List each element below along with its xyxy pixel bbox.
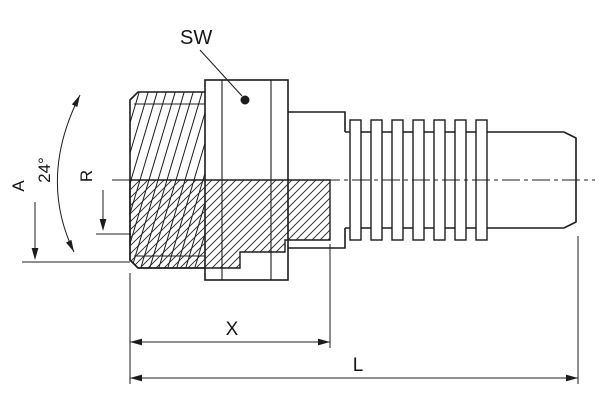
arrow-angle-bottom xyxy=(66,239,74,252)
hose-tail xyxy=(500,131,577,229)
dimension-r: R xyxy=(77,170,131,235)
label-thread-a: A xyxy=(9,180,28,192)
label-sw: SW xyxy=(180,27,212,49)
arrow-a xyxy=(31,248,39,260)
arrow-x-right xyxy=(318,338,330,346)
arrow-l-left xyxy=(130,374,142,382)
dim-l-label: L xyxy=(353,355,364,376)
dimension-a: A xyxy=(9,180,130,263)
ferrule-ribs xyxy=(345,119,500,241)
arrow-r xyxy=(99,219,107,231)
dimension-cone-angle: 24° xyxy=(35,94,81,253)
label-cone-angle: 24° xyxy=(35,157,54,183)
sw-leader-line xyxy=(199,49,243,97)
collar xyxy=(288,111,346,249)
label-radius: R xyxy=(77,170,96,182)
arrow-l-right xyxy=(566,374,578,382)
angle-arc xyxy=(56,94,81,253)
arrow-angle-top xyxy=(71,95,80,107)
section-hatch xyxy=(129,179,331,269)
arrow-x-left xyxy=(130,338,142,346)
dim-x-label: X xyxy=(226,319,239,340)
dimension-x: X xyxy=(129,244,331,384)
sw-callout: SW xyxy=(180,27,250,105)
sw-dot xyxy=(240,95,250,105)
dimension-l: L xyxy=(130,236,579,384)
